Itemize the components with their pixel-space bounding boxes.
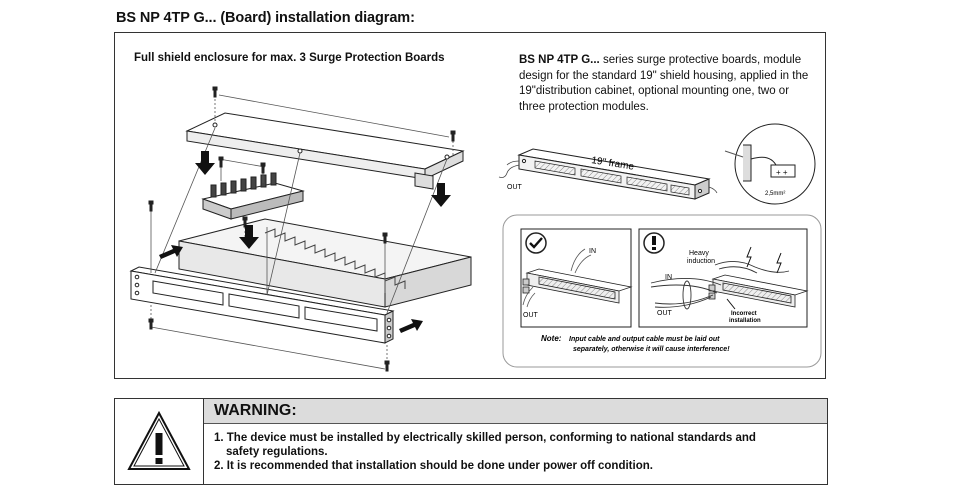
- arrow-left-in: [159, 245, 183, 259]
- in-label-incorrect: IN: [665, 274, 672, 281]
- assembly-arrows: [159, 151, 451, 333]
- heavy-label-1: Heavy: [689, 250, 709, 257]
- ground-detail: + +: [724, 123, 816, 205]
- note-text-1: Input cable and output cable must be lai…: [569, 336, 720, 343]
- note-label: Note:: [541, 334, 562, 343]
- warning-item-1: 1. The device must be installed by elect…: [214, 432, 756, 444]
- warning-icon-cell: [115, 399, 204, 484]
- out-label-correct: OUT: [523, 312, 539, 319]
- description-model: BS NP 4TP G...: [519, 54, 600, 66]
- in-label-correct: IN: [589, 248, 596, 255]
- front-panel-windows: [152, 280, 378, 332]
- warning-item-1-cont: safety regulations.: [226, 446, 328, 458]
- left-panel-title: Full shield enclosure for max. 3 Surge P…: [134, 52, 445, 64]
- rack-frame-unit: [517, 148, 711, 200]
- heavy-label-2: induction: [687, 258, 715, 265]
- board-terminals: [210, 172, 277, 198]
- incorrect-label-2: installation: [729, 318, 761, 324]
- incorrect-label-1: Incorrect: [731, 311, 757, 317]
- check-icon: [529, 237, 543, 249]
- warning-title: WARNING:: [214, 402, 297, 419]
- installation-diagram-frame: OUT 19" frame + + 2,5mm²: [114, 32, 826, 379]
- out-label-frame: OUT: [507, 184, 523, 191]
- exclamation-icon: [652, 236, 656, 250]
- warning-box: WARNING: 1. The device must be installed…: [114, 398, 828, 485]
- warning-list: 1. The device must be installed by elect…: [214, 431, 814, 473]
- note-text-2: separately, otherwise it will cause inte…: [573, 346, 730, 353]
- exploded-enclosure: [129, 112, 472, 344]
- warning-triangle-icon: [127, 410, 191, 470]
- description-body: series surge protective boards, module d…: [519, 54, 809, 113]
- rack-cables: [498, 160, 718, 194]
- description-text: BS NP 4TP G... series surge protective b…: [519, 53, 809, 115]
- svg-text:+ +: + +: [776, 168, 788, 177]
- diagram-drawing: OUT 19" frame + + 2,5mm²: [129, 86, 822, 372]
- warning-header: WARNING:: [204, 399, 827, 424]
- screws: [148, 86, 456, 372]
- arrow-down-center: [239, 225, 259, 249]
- out-label-incorrect: OUT: [657, 310, 673, 317]
- arrow-down-left: [195, 151, 215, 175]
- warning-item-2: 2. It is recommended that installation s…: [214, 460, 653, 472]
- page-title: BS NP 4TP G... (Board) installation diag…: [116, 10, 415, 26]
- wire-size-label: 2,5mm²: [765, 191, 785, 197]
- arrow-down-right: [431, 183, 451, 207]
- arrow-right-in: [399, 319, 423, 333]
